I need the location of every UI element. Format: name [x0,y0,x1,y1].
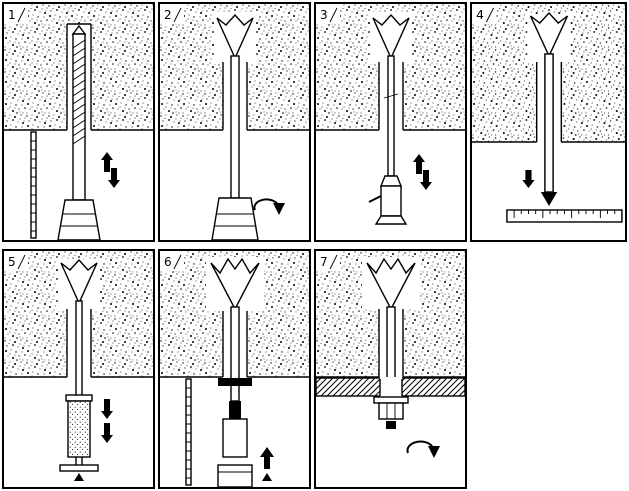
depth-gauge [185,378,192,486]
step-panel-6: 6 [158,249,311,489]
setting-tool [217,401,253,487]
step-number-label: 7 [316,251,340,271]
step-panel-5: 5 [2,249,155,489]
pump-tool [368,175,408,225]
step-number-label: 5 [4,251,28,271]
push-down-arrows-icon [101,399,113,443]
washer-and-nut [373,396,409,429]
step-panel-3: 3 [314,2,467,242]
step-number: 6 [164,255,172,269]
push-up-arrows-icon [260,447,274,481]
step-number: 7 [320,255,328,269]
fixture-plate [316,377,465,397]
step-panel-4: 4 [470,2,627,242]
setting-sleeve-tool [59,394,99,481]
toggle-anchor [216,13,254,199]
hammer-action-arrows-icon [101,152,120,188]
step-3-drawing: 3 [316,4,465,225]
step-number-label: 2 [160,4,184,24]
step-5-drawing: 5 [4,251,153,481]
depth-gauge [30,131,37,239]
step-panel-2: 2 [158,2,311,242]
step-number: 3 [320,8,328,22]
depth-ruler [506,209,623,223]
rotate-arrow-icon [253,198,285,215]
step-number-label: 3 [316,4,340,24]
step-number: 1 [8,8,16,22]
step-number-label: 1 [4,4,28,24]
toggle-anchor [529,11,569,206]
push-direction-arrow-icon [522,170,535,188]
drill-chuck [57,199,101,240]
hammer-action-arrows-icon [413,154,432,190]
installation-tool-chuck [211,197,259,240]
tighten-rotate-arrow-icon [406,440,440,458]
step-number-label: 4 [472,4,497,24]
step-panel-7: 7 [314,249,467,489]
step-number: 2 [164,8,172,22]
step-number-label: 6 [160,251,184,271]
step-2-drawing: 2 [160,4,309,240]
step-6-drawing: 6 [160,251,309,487]
drill-bit [71,24,87,201]
step-4-drawing: 4 [472,4,625,223]
step-7-drawing: 7 [316,251,465,458]
step-number: 5 [8,255,16,269]
step-panel-1: 1 [2,2,155,242]
step-number: 4 [476,8,484,22]
step-1-drawing: 1 [4,4,153,240]
